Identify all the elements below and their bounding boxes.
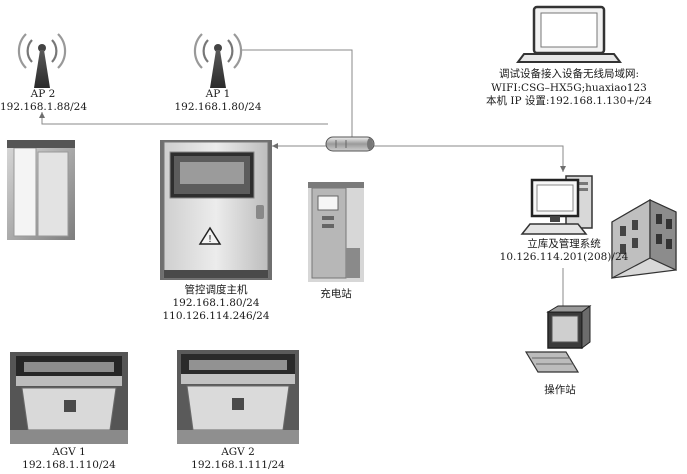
ap2-cabinet-photo — [7, 140, 75, 240]
laptop-line1: 调试设备接入设备无线局域网: — [498, 68, 640, 80]
warehouse-name: 立库及管理系统 — [527, 238, 601, 250]
ap1-label: AP 1 192.168.1.80/24 — [170, 88, 266, 114]
agv1-ip: 192.168.1.110/24 — [22, 459, 116, 471]
svg-text:!: ! — [208, 234, 212, 245]
link-hub-to-warehouse — [374, 145, 566, 172]
agv2-ip: 192.168.1.111/24 — [191, 459, 285, 471]
ap1-name: AP 1 — [205, 88, 231, 100]
agv2-photo — [177, 350, 299, 444]
laptop-line3: 本机 IP 设置:192.168.1.130+/24 — [486, 95, 652, 107]
warehouse-ip: 10.126.114.201(208)/24 — [499, 251, 629, 263]
warehouse-label: 立库及管理系统 10.126.114.201(208)/24 — [484, 238, 644, 264]
laptop-label: 调试设备接入设备无线局域网: WIFI:CSG–HX5G;huaxiao123 … — [456, 68, 682, 109]
operator-workstation-icon — [524, 305, 592, 373]
network-hub-icon — [325, 136, 375, 152]
ap1-ip: 192.168.1.80/24 — [174, 101, 262, 113]
scheduler-ip1: 192.168.1.80/24 — [172, 297, 260, 309]
agv1-photo — [10, 352, 128, 444]
charger-label: 充电站 — [306, 288, 366, 301]
desktop-computer-icon — [520, 175, 593, 235]
building-icon — [611, 198, 677, 279]
agv2-label: AGV 2 192.168.1.111/24 — [180, 446, 296, 472]
ap2-name: AP 2 — [30, 88, 56, 100]
ap2-label: AP 2 192.168.1.88/24 — [0, 88, 88, 114]
ap2-ip: 192.168.1.88/24 — [0, 101, 88, 113]
scheduler-label: 管控调度主机 192.168.1.80/24 110.126.114.246/2… — [156, 284, 276, 323]
scheduler-ip2: 110.126.114.246/24 — [162, 310, 270, 322]
scheduler-name: 管控调度主机 — [184, 284, 248, 296]
charger-name: 充电站 — [320, 288, 352, 300]
laptop-icon — [516, 5, 622, 63]
link-hub-to-ap1 — [240, 49, 353, 140]
antenna-ap1-icon — [193, 33, 243, 88]
agv1-name: AGV 1 — [52, 446, 86, 458]
scheduler-host-photo: ! — [160, 140, 272, 280]
agv2-name: AGV 2 — [221, 446, 255, 458]
laptop-line2: WIFI:CSG–HX5G;huaxiao123 — [491, 81, 647, 94]
connection-lines — [39, 49, 566, 314]
antenna-ap2-icon — [17, 33, 67, 88]
agv1-label: AGV 1 192.168.1.110/24 — [14, 446, 124, 472]
charging-station-photo — [308, 182, 364, 282]
operator-name: 操作站 — [544, 384, 576, 396]
operator-label: 操作站 — [520, 384, 600, 397]
link-hub-to-ap2 — [39, 112, 328, 125]
